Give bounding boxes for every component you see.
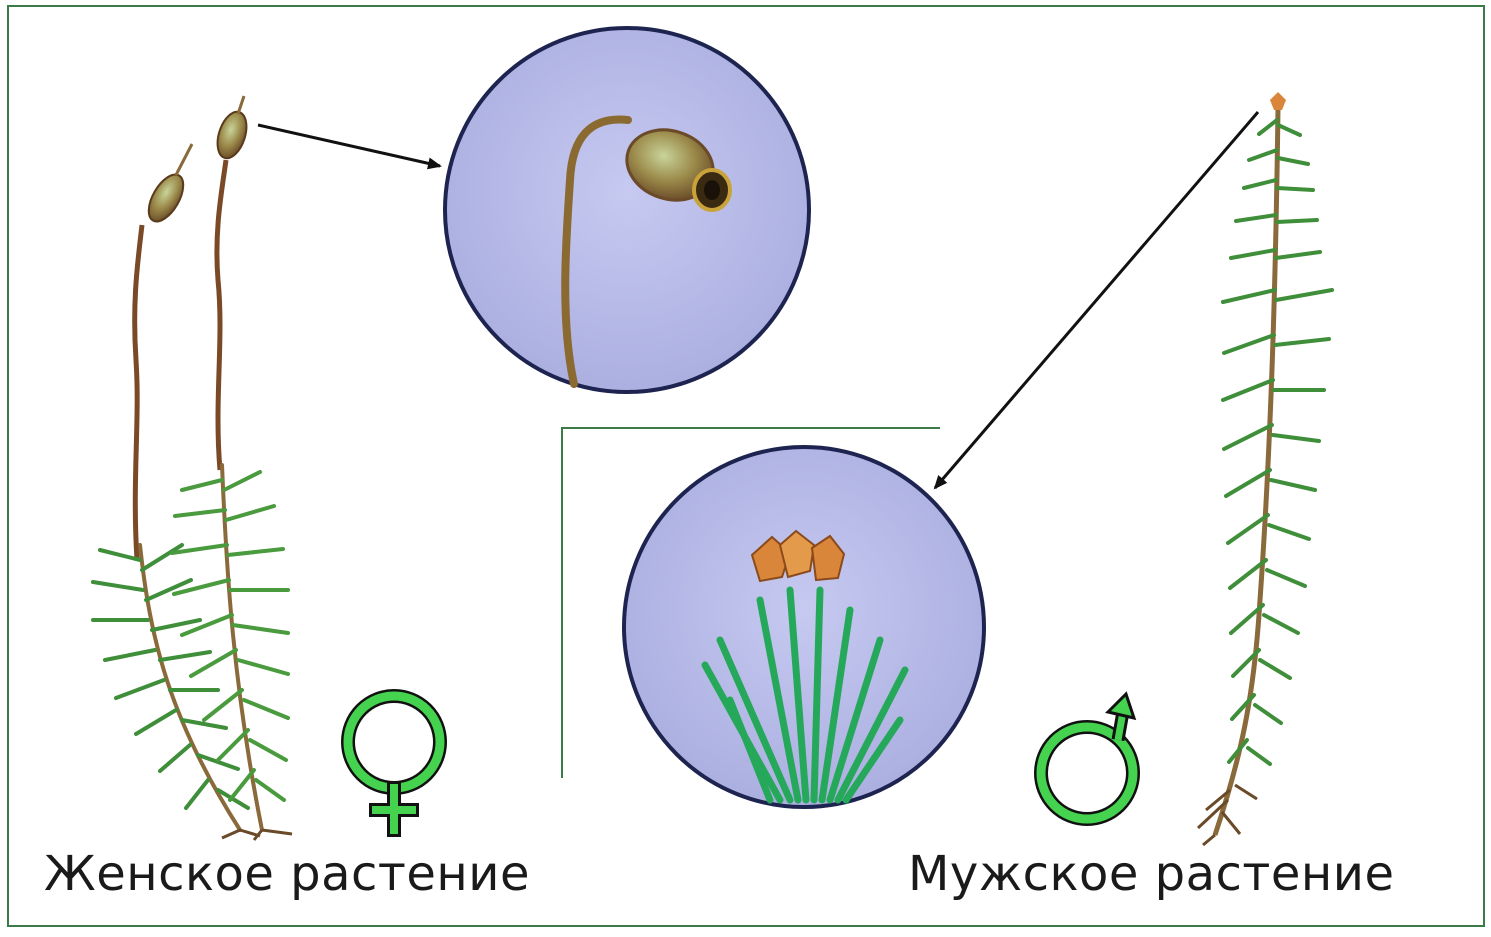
male-plant (1198, 92, 1332, 845)
female-plants (93, 96, 292, 840)
female-capsule-2 (212, 96, 252, 162)
female-plant-label: Женское растение (44, 846, 530, 902)
female-detail-circle (445, 28, 809, 392)
male-plant-label: Мужское растение (908, 846, 1394, 902)
male-roots (1198, 785, 1257, 845)
female-roots (222, 830, 292, 840)
female-leafy-shoot-1 (93, 545, 248, 830)
female-arrow (258, 125, 440, 166)
female-symbol-icon (348, 696, 440, 830)
male-arrow (935, 112, 1258, 488)
female-stalk-2 (217, 160, 226, 470)
male-symbol-icon (1041, 694, 1134, 819)
female-capsule-1 (142, 144, 192, 227)
male-apex (1270, 92, 1286, 110)
female-stalk-1 (135, 225, 142, 560)
male-detail-circle (624, 447, 984, 807)
female-leafy-shoot-2 (172, 465, 288, 830)
